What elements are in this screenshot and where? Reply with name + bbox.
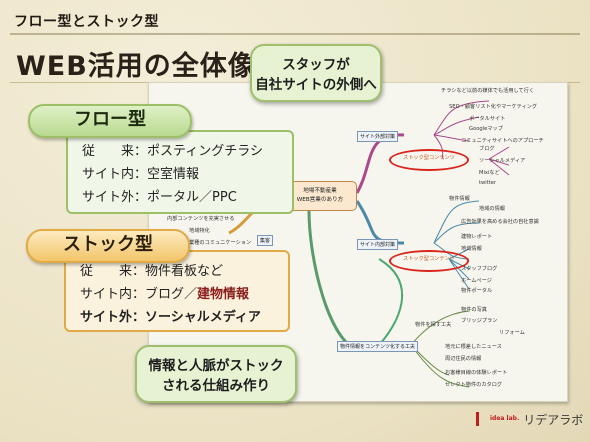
callout-line: スタッフが [282,57,350,73]
mindmap-item: セレクト物件のカタログ [445,382,503,388]
mindmap-item: 建物レポート [461,234,493,240]
row-label: サイト内： [82,167,148,182]
mindmap-item: 物件を探す工夫 [415,322,452,328]
flow-panel: 従 来：ポスティングチラシ サイト内：空室情報 サイト外：ポータル／PPC [66,130,294,214]
callout-line: 情報と人脈がストック [148,358,284,374]
logo-mark: idea lab. [490,415,520,422]
row-label: サイト外： [82,190,148,205]
row-label: 従 来： [80,264,146,279]
mindmap-item: twitter [479,180,497,186]
logo-text: リデアラボ [523,412,584,427]
mindmap-item: Mixiなど [479,170,500,176]
mindmap-branch: サイト外部対策 [357,131,399,142]
logo-icon [476,410,490,428]
mindmap-item: ブログ [479,146,495,152]
mindmap-center-line: WEB営業のあり方 [296,197,344,203]
highlight-ring [389,149,469,171]
mindmap-item: 物件の写真 [461,307,487,313]
mindmap-item: 物件ポータル [461,288,493,294]
row-value: 空室情報 [147,167,200,182]
mindmap-item: ポータルサイト [469,116,506,122]
mindmap-item: スタッフブログ [461,266,498,272]
mindmap-item: 業種のコミュニケーション [189,240,252,246]
flow-title: フロー型 [28,104,192,138]
callout-stock-system: 情報と人脈がストック される仕組み作り [135,345,297,403]
mindmap-item: 物件情報 [449,196,470,202]
stock-row: サイト内：ブログ／建物情報 [80,283,249,302]
row-value: ポスティングチラシ [147,144,263,159]
row-label: サイト外： [80,310,146,325]
mindmap-item: ブリッジプラン [461,318,498,324]
mindmap-item: コミュニティサイトへのアプローチ [461,138,544,144]
page-title: WEB活用の全体像 [16,51,256,82]
stock-title: ストック型 [26,229,190,263]
mindmap-item: 地域特化 [189,228,210,234]
highlight-ring [389,250,469,272]
mindmap-item: お客様目線の体験レポート [445,370,508,376]
divider [10,33,580,35]
stock-panel: 従 来：物件看板など サイト内：ブログ／建物情報 サイト外：ソーシャルメディア [64,250,290,332]
mindmap-item: 周辺住民の情報 [445,356,482,362]
mindmap-center: 地場不動産業 WEB営業のあり方 [283,181,357,211]
row-value: ポータル／PPC [147,190,237,205]
slide-label: フロー型とストック型 [14,14,159,30]
callout-line: される仕組み作り [162,378,270,394]
flow-row: 従 来：ポスティングチラシ [82,140,263,159]
mindmap-item: 地域の情報 [479,206,505,212]
callout-line: 自社サイトの外側へ [255,77,377,93]
mindmap-item: Googleマップ [469,126,503,132]
mindmap-branch: 物件情報をコンテンツ化する工夫 [337,341,419,352]
row-value: ソーシャルメディア [145,310,261,325]
mindmap-item: 内部コンテンツを充実させる [167,216,235,222]
callout-staff-outside: スタッフが 自社サイトの外側へ [250,44,382,102]
stock-row: 従 来：物件看板など [80,260,223,279]
mindmap-item: 地元に根差したニュース [445,344,502,350]
row-label: サイト内： [80,287,146,302]
mindmap-branch: サイト内部対策 [357,239,399,250]
row-label: 従 来： [82,144,148,159]
mindmap-item: SEO・顧客リスト化やマーケティング [449,104,538,110]
flow-row: サイト外：ポータル／PPC [82,186,237,205]
mindmap-item: 広告効果を高める会社の自社意識 [461,219,539,225]
company-logo: idea lab. リデアラボ [476,410,583,428]
row-value-emphasis: 建物情報 [197,287,250,302]
stock-row: サイト外：ソーシャルメディア [80,306,261,325]
mindmap-item: ホームページ [461,278,492,284]
mindmap-item: 地域情報 [461,246,482,252]
mindmap-item: ソーシャルメディア [479,158,526,164]
flow-row: サイト内：空室情報 [82,163,199,182]
row-value: 物件看板など [145,264,224,279]
mindmap-item: リフォーム [499,330,525,336]
row-value: ブログ／ [145,287,198,302]
mindmap-item: チラシなど以前の媒体でも活用して行く [441,88,535,94]
mindmap-branch: 集客 [257,235,274,246]
mindmap-center-line: 地場不動産業 [303,188,337,194]
